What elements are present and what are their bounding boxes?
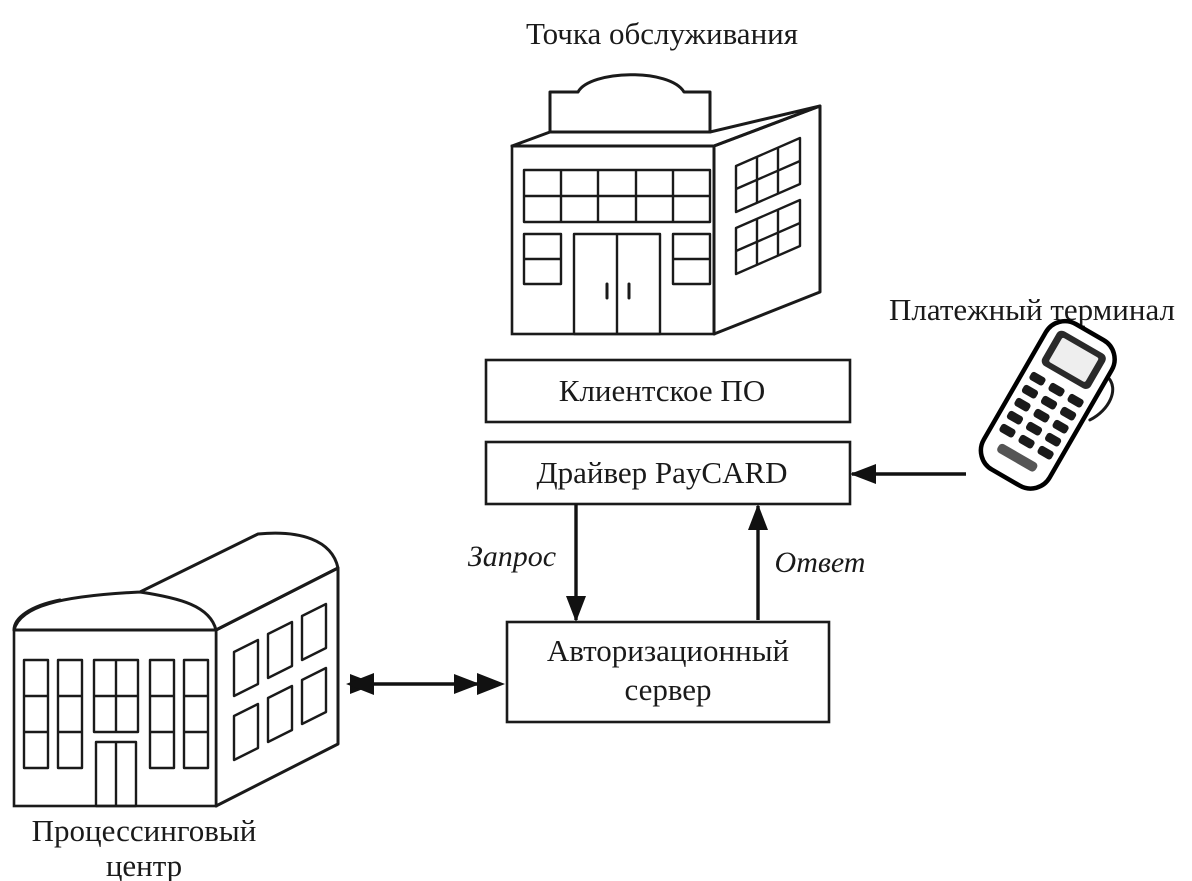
client-software-box: Клиентское ПО [484,358,852,424]
processing-center-label-line1: Процессинговый [32,813,257,848]
processing-center-building-icon [12,531,340,808]
paycard-driver-box: Драйвер PayCARD [484,440,852,506]
processing-auth-link-arrowhead-right [477,673,505,695]
client-software-label: Клиентское ПО [559,373,765,408]
request-label: Запрос [468,540,556,573]
auth-server-label-line2: сервер [624,672,711,707]
processing-center-label-line2: центр [106,848,182,881]
paycard-driver-label: Драйвер PayCARD [536,455,787,490]
processing-auth-link-arrowhead-left [346,673,374,695]
service-point-label: Точка обслуживания [526,16,798,51]
response-label: Ответ [775,546,866,579]
payment-terminal-icon [978,318,1117,491]
auth-server-box: Авторизационный сервер [505,620,831,724]
auth-server-label-line1: Авторизационный [547,633,789,668]
payment-terminal-label: Платежный терминал [889,292,1175,327]
service-point-building-icon [510,73,822,336]
